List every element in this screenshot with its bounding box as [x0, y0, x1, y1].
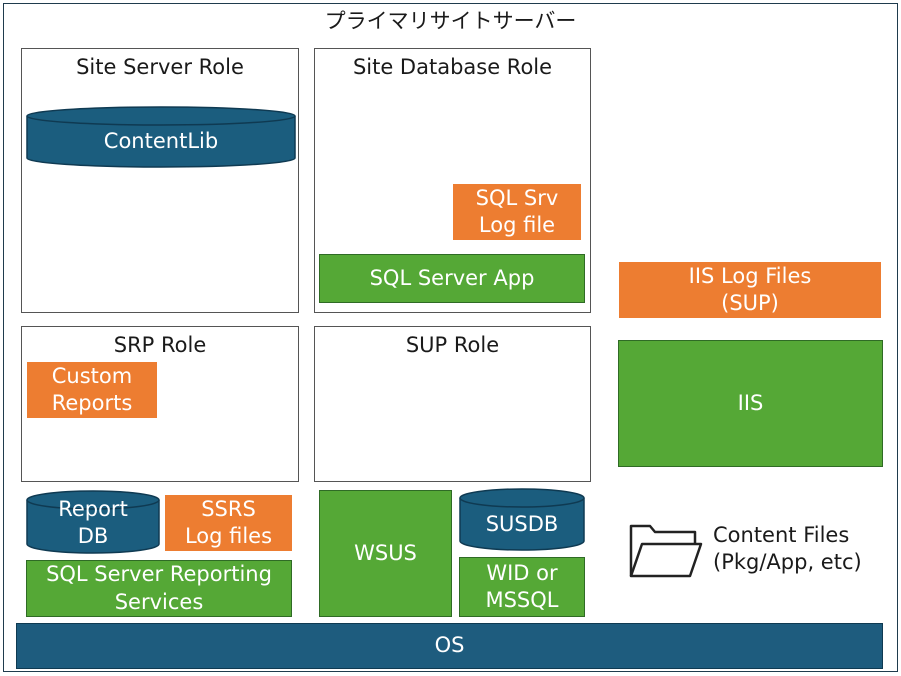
- wid-mssql-line2: MSSQL: [485, 588, 559, 612]
- report-db-cylinder: Report DB: [26, 490, 160, 554]
- iis-block: IIS: [618, 340, 883, 467]
- ssrs-block: SQL Server Reporting Services: [26, 560, 292, 617]
- contentlib-cylinder: ContentLib: [26, 106, 296, 168]
- content-files-label: Content Files (Pkg/App, etc): [713, 522, 888, 577]
- ssrs-line1: SQL Server Reporting: [46, 562, 272, 587]
- sup-role-label: SUP Role: [405, 333, 500, 357]
- folder-open-icon: [628, 520, 704, 580]
- susdb-cylinder-shape: [459, 488, 585, 551]
- sup-role-box: SUP Role: [314, 326, 591, 482]
- site-server-role-label: Site Server Role: [76, 55, 244, 79]
- srp-role-label: SRP Role: [113, 333, 207, 357]
- custom-reports-line1: Custom: [51, 363, 133, 388]
- sql-srv-log-line2: Log file: [478, 213, 556, 237]
- sql-srv-log-file-block: SQL Srv Log file: [453, 184, 581, 240]
- contentlib-label: ContentLib: [103, 128, 219, 153]
- iis-log-files-block: IIS Log Files (SUP): [619, 262, 881, 318]
- iis-log-files-line2: (SUP): [721, 291, 779, 315]
- ssrs-log-files-line2: Log files: [184, 524, 273, 548]
- custom-reports-block: Custom Reports: [27, 362, 157, 418]
- sql-server-app-block: SQL Server App: [319, 254, 585, 303]
- primary-site-server-frame: [3, 3, 898, 672]
- ssrs-line2: Services: [114, 589, 204, 614]
- content-files-line2: (Pkg/App, etc): [713, 550, 862, 575]
- susdb-label: SUSDB: [485, 511, 559, 536]
- wid-mssql-line1: WID or: [486, 560, 558, 585]
- report-db-line1: Report: [58, 496, 128, 521]
- page-title: プライマリサイトサーバー: [324, 9, 577, 33]
- wsus-block: WSUS: [319, 490, 452, 617]
- susdb-cylinder: SUSDB: [459, 488, 585, 551]
- ssrs-log-files-line1: SSRS: [201, 496, 256, 521]
- custom-reports-line2: Reports: [51, 391, 133, 415]
- report-db-cylinder-shape: [26, 490, 160, 554]
- iis-log-files-line1: IIS Log Files: [688, 263, 812, 288]
- site-server-role-box: Site Server Role: [21, 48, 299, 313]
- contentlib-cylinder-shape: [26, 106, 296, 168]
- report-db-line2: DB: [77, 524, 109, 548]
- sql-srv-log-line1: SQL Srv: [475, 185, 559, 210]
- report-db-label: Report DB: [26, 496, 160, 548]
- site-database-role-label: Site Database Role: [352, 55, 553, 79]
- ssrs-log-files-block: SSRS Log files: [165, 495, 292, 551]
- wid-mssql-block: WID or MSSQL: [459, 557, 585, 617]
- os-bar: OS: [16, 623, 883, 669]
- content-files-line1: Content Files: [713, 523, 850, 547]
